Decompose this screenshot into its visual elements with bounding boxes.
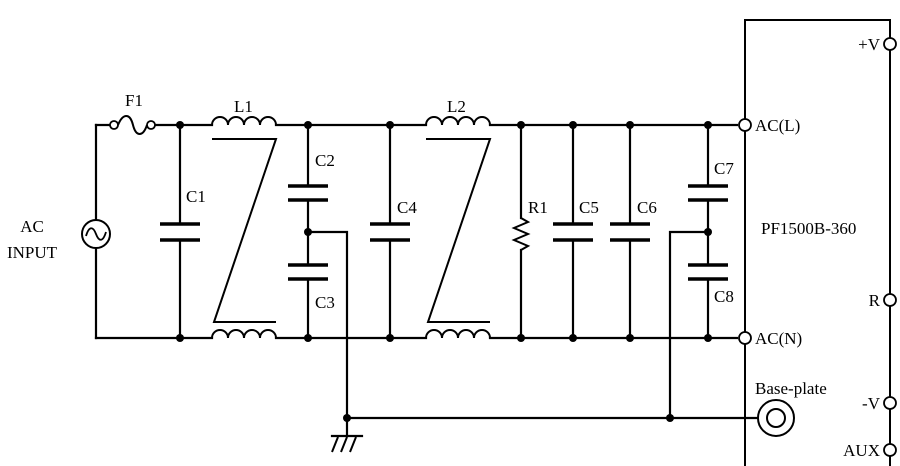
ac-l-label: AC(L): [755, 116, 800, 135]
power-module-box: [744, 19, 891, 466]
capacitor-c5-label: C5: [579, 198, 599, 217]
minus-v-label: -V: [862, 394, 881, 413]
ac-n-terminal: [738, 331, 752, 345]
capacitor-c4-label: C4: [397, 198, 417, 217]
capacitor-c7-label: C7: [714, 159, 734, 178]
ac-source-symbol: [81, 219, 111, 249]
bottom-rail: [94, 246, 739, 340]
aux-label: AUX: [843, 441, 880, 460]
capacitor-c6-symbol: [610, 123, 650, 340]
r-label: R: [869, 291, 881, 310]
inductor-l1-symbol: [211, 116, 278, 339]
capacitor-c1-symbol: [160, 123, 200, 340]
plus-v-label: +V: [858, 35, 881, 54]
ac-n-label: AC(N): [755, 329, 802, 348]
base-plate-label: Base-plate: [755, 379, 827, 398]
capacitor-c6-label: C6: [637, 198, 657, 217]
ac-input-label-line1: AC: [20, 217, 44, 236]
minus-v-terminal: [883, 396, 897, 410]
fuse-f1-label: F1: [125, 91, 143, 110]
capacitor-c3-label: C3: [315, 293, 335, 312]
inductor-l2-symbol: [425, 116, 492, 339]
resistor-r1-label: R1: [528, 198, 548, 217]
capacitor-c2-label: C2: [315, 151, 335, 170]
junction-dots: [176, 121, 712, 422]
aux-terminal: [883, 443, 897, 457]
inductor-l1-label: L1: [234, 97, 253, 116]
module-name-label: PF1500B-360: [761, 219, 856, 238]
fuse-f1-symbol: [109, 115, 156, 135]
ac-input-label-line2: INPUT: [7, 243, 58, 262]
capacitor-c2-c3-symbol: [288, 123, 328, 340]
ac-l-terminal: [738, 118, 752, 132]
capacitor-c8-label: C8: [714, 287, 734, 306]
ground-wiring: [306, 230, 760, 438]
base-plate-terminal: [757, 399, 795, 437]
capacitor-c5-symbol: [553, 123, 593, 340]
r-terminal: [883, 293, 897, 307]
ground-icon: [330, 434, 364, 453]
capacitor-c1-label: C1: [186, 187, 206, 206]
capacitor-c4-symbol: [370, 123, 410, 340]
inductor-l2-label: L2: [447, 97, 466, 116]
resistor-r1-symbol: [511, 123, 531, 340]
capacitor-c7-c8-symbol: [688, 123, 728, 340]
plus-v-terminal: [883, 37, 897, 51]
